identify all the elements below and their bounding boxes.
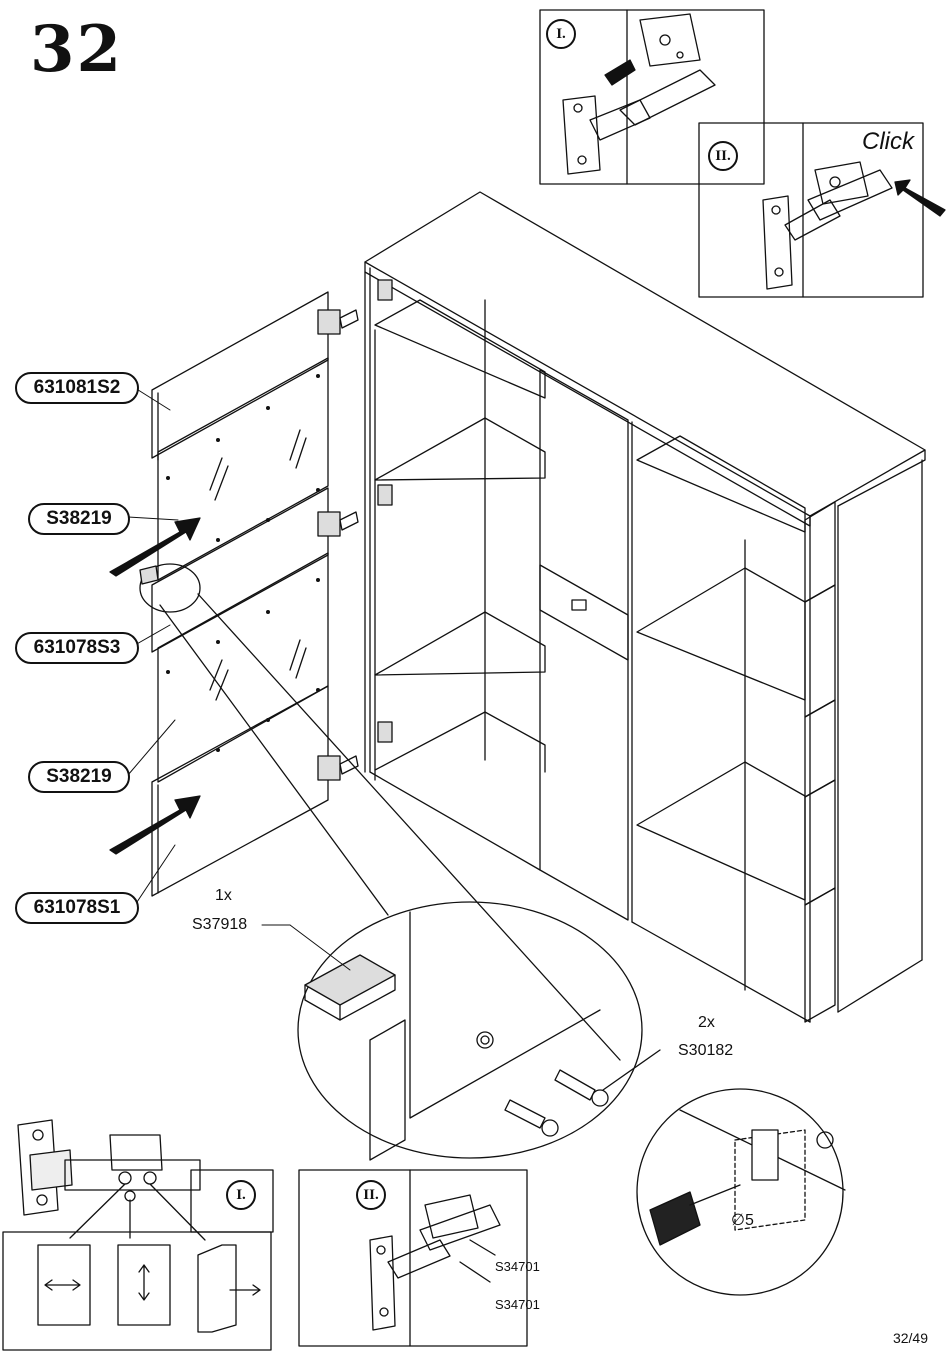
part-label: 631078S3	[15, 632, 139, 664]
detail-bottom-label-2: II.	[356, 1180, 386, 1210]
connector-detail	[297, 901, 661, 1161]
detail-panel-2	[698, 122, 946, 298]
drill-detail	[636, 1088, 846, 1296]
click-text: Click	[862, 128, 914, 155]
double-arrow-horizontal-icon	[44, 1279, 81, 1291]
page-number: 32/49	[892, 1330, 928, 1346]
part-label: S38219	[28, 761, 130, 793]
screw-code-a: S34701	[495, 1259, 540, 1274]
hinge-screw-detail	[298, 1169, 528, 1347]
hinge-icon	[139, 565, 159, 585]
detail-top-label-1: I.	[546, 19, 576, 49]
connector-code: S37918	[192, 916, 248, 933]
drill-icon	[649, 1191, 701, 1246]
cabinet-body	[364, 191, 926, 1023]
door-assembly	[151, 291, 359, 897]
detail-panel-1	[539, 9, 765, 185]
connector-qty: 1x	[215, 887, 232, 904]
arrow-right-icon	[109, 517, 201, 577]
screws-qty: 2x	[698, 1014, 715, 1031]
step-number: 32	[30, 12, 124, 87]
detail-bottom-label-1: I.	[226, 1180, 256, 1210]
detail-top-label-2: II.	[708, 141, 738, 171]
hinge-adjust-detail	[2, 1119, 274, 1351]
screw-code-b: S34701	[495, 1297, 540, 1312]
screws-code: S30182	[678, 1042, 734, 1059]
double-arrow-vertical-icon	[138, 1264, 150, 1301]
arrow-right-icon	[109, 795, 201, 855]
part-label: 631081S2	[15, 372, 139, 404]
part-label: S38219	[28, 503, 130, 535]
drill-diameter: ∅5	[731, 1212, 754, 1229]
screw-icon	[504, 1069, 609, 1137]
part-label: 631078S1	[15, 892, 139, 924]
